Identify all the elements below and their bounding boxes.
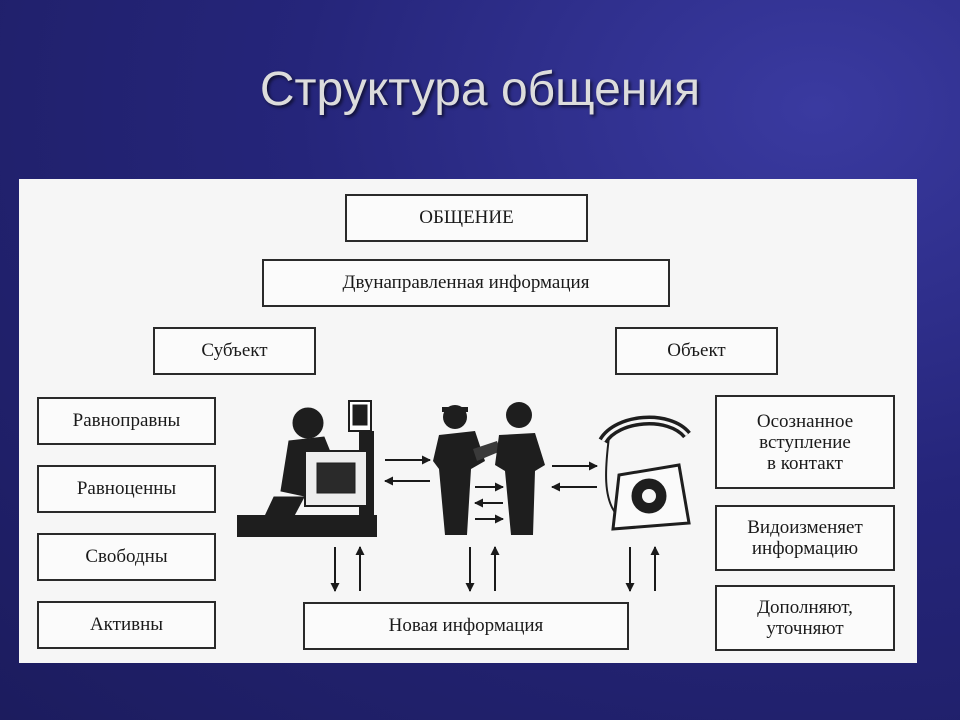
communication-box: ОБЩЕНИЕ	[345, 194, 588, 242]
left-item-equal-value: Равноценны	[37, 465, 216, 513]
right-item-line: Видоизменяет	[747, 517, 863, 538]
right-item-line: в контакт	[767, 452, 843, 474]
right-item-line: уточняют	[766, 618, 844, 639]
telephone-illustration	[598, 415, 691, 531]
left-item-free: Свободны	[37, 533, 216, 581]
right-item-supplement: Дополняют, уточняют	[715, 585, 895, 651]
two-people-illustration	[433, 402, 545, 535]
subject-box: Субъект	[153, 327, 316, 375]
diagram-graphics	[237, 400, 691, 592]
diagram-panel: ОБЩЕНИЕ Двунаправленная информация Субъе…	[19, 179, 917, 663]
right-item-line: Осознанное	[756, 410, 854, 432]
right-item-modifies-info: Видоизменяет информацию	[715, 505, 895, 571]
new-info-box: Новая информация	[303, 602, 629, 650]
right-item-conscious-contact: Осознанное вступление в контакт	[715, 395, 895, 489]
object-box: Объект	[615, 327, 778, 375]
left-item-active: Активны	[37, 601, 216, 649]
slide-title: Структура общения	[259, 63, 701, 116]
bidirectional-info-box: Двунаправленная информация	[262, 259, 670, 307]
right-item-line: Дополняют,	[757, 597, 853, 618]
right-item-line: вступление	[759, 431, 851, 453]
exchange-arrows	[384, 455, 598, 524]
computer-user-illustration	[237, 400, 377, 537]
right-item-line: информацию	[751, 538, 859, 559]
left-item-equal-rights: Равноправны	[37, 397, 216, 445]
vertical-arrows	[330, 546, 660, 592]
